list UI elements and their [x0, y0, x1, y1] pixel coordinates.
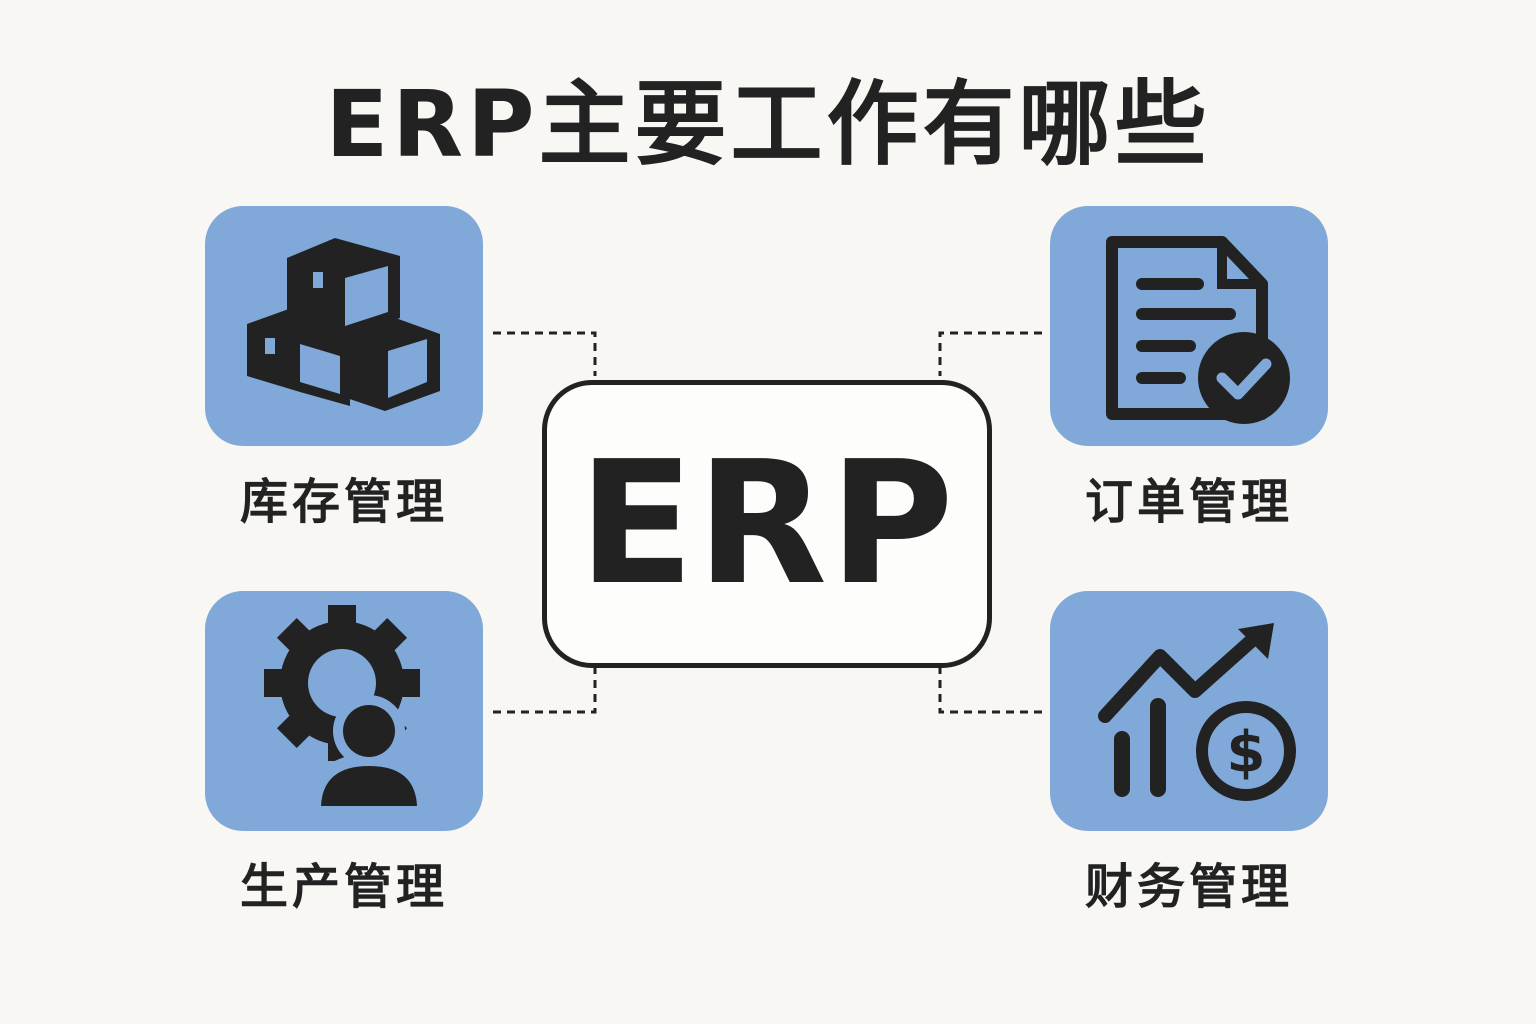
inventory-label: 库存管理	[239, 474, 448, 530]
connector-order	[938, 331, 1042, 376]
order-tile	[1050, 206, 1328, 446]
gear-person-icon	[264, 605, 431, 811]
erp-center-label: ERP	[578, 425, 956, 623]
connector-inventory	[493, 331, 597, 376]
order-label: 订单管理	[1084, 474, 1293, 530]
erp-center-box: ERP	[542, 380, 992, 668]
growth-dollar-icon: $	[1098, 623, 1296, 801]
production-tile	[205, 591, 483, 831]
connector-finance	[938, 668, 1042, 714]
production-label: 生产管理	[239, 859, 448, 915]
finance-tile: $	[1050, 591, 1328, 831]
connector-production	[493, 668, 597, 714]
inventory-tile	[205, 206, 483, 446]
svg-text:$: $	[1227, 720, 1266, 785]
page-title: ERP主要工作有哪些	[325, 71, 1211, 178]
boxes-icon	[247, 238, 440, 411]
document-check-icon	[1106, 236, 1290, 424]
finance-label: 财务管理	[1084, 859, 1293, 915]
